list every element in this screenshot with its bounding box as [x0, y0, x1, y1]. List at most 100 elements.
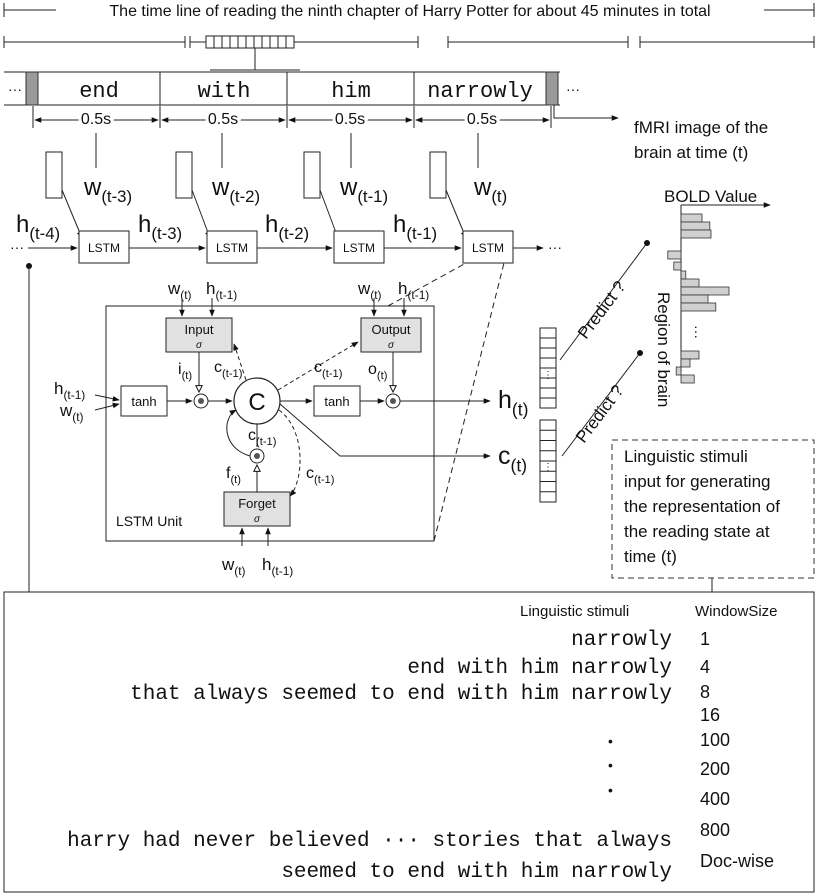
lstm-cell-label-0: LSTM [88, 241, 120, 255]
stimuli-callout: Linguistic stimuli input for generating … [611, 439, 815, 592]
bold-bar [680, 229, 712, 239]
stimuli-row-1: end with him narrowly [407, 657, 672, 680]
bold-value-label: BOLD Value [664, 187, 757, 206]
c-out-label: c(t) [498, 442, 527, 476]
hidden-h-2: h(t-2) [265, 211, 309, 243]
word-vector-1 [175, 151, 193, 199]
bold-bar [680, 221, 711, 231]
input-gate [165, 317, 233, 353]
input-gate-w: w(t) [167, 279, 192, 302]
timeline-bar [3, 35, 815, 71]
window-size-2: 8 [700, 682, 710, 702]
input-w-3: w(t) [473, 174, 507, 206]
chain-ellipsis-left: ··· [10, 239, 24, 255]
callout-line-4: time (t) [624, 547, 677, 566]
bold-bar [680, 374, 695, 384]
fmri-marker-left [25, 71, 39, 106]
lstm-cell-2 [333, 230, 385, 264]
i-t-label: i(t) [178, 361, 192, 382]
c-vector [539, 419, 557, 503]
lstm-cell-label-2: LSTM [343, 241, 375, 255]
fmri-label-line1: fMRI image of the [634, 118, 768, 137]
callout-line-3: the reading state at [624, 522, 770, 541]
interval-3: 0.5s [467, 111, 497, 128]
input-gate-label: Input [185, 322, 214, 337]
window-size-6: 400 [700, 789, 730, 809]
c-t1-label-top: c(t-1) [214, 359, 243, 380]
output-gate-h: h(t-1) [398, 279, 429, 302]
tanh-input-label: tanh [131, 394, 156, 409]
input-gate-sigma: σ [196, 340, 203, 351]
hidden-h-1: h(t-3) [138, 211, 182, 243]
cell-state-label: C [248, 389, 265, 416]
output-gate-w: w(t) [357, 279, 382, 302]
multiply-node-forget [249, 448, 265, 464]
timeline: The time line of reading the ninth chapt… [3, 3, 815, 162]
multiply-node-output [385, 393, 401, 409]
bold-bar [680, 213, 703, 223]
o-t-label: o(t) [368, 361, 388, 382]
window-size-5: 200 [700, 759, 730, 779]
bold-bar [667, 250, 682, 260]
output-gate-sigma: σ [388, 340, 395, 351]
bold-bar [680, 302, 717, 312]
strip-ellipsis-right: ··· [566, 81, 580, 97]
window-size-1: 4 [700, 657, 710, 677]
bold-bar [680, 286, 730, 296]
input-w-1: w(t-2) [211, 174, 260, 206]
interval-1: 0.5s [208, 111, 238, 128]
lstm-cell-label-1: LSTM [216, 241, 248, 255]
interval-0: 0.5s [81, 111, 111, 128]
lstm-unit: LSTM Unit Input σ Output σ Forget σ w(t)… [54, 262, 528, 578]
c-vector-dots: ⋮ [543, 462, 553, 473]
lstm-cell-label-3: LSTM [472, 241, 504, 255]
multiply-node-input [193, 393, 209, 409]
word-1: with [198, 79, 251, 104]
word-vector-0 [45, 151, 63, 199]
bold-bar [673, 261, 682, 271]
predict-label-bottom: Predict ? [572, 381, 628, 446]
callout-line-2: the representation of [624, 497, 780, 516]
callout-line-1: input for generating [624, 472, 771, 491]
bold-bar [680, 278, 700, 288]
c-t1-label-output: c(t-1) [314, 359, 343, 380]
stimuli-dot-0: • [608, 733, 613, 749]
forget-gate-w: w(t) [221, 555, 246, 578]
left-input-w: w(t) [59, 401, 84, 424]
h-vector-dots: ⋮ [543, 370, 553, 381]
bold-bar [680, 350, 700, 360]
region-ellipsis: ··· [689, 325, 705, 339]
col-header-stimuli: Linguistic stimuli [520, 603, 629, 620]
stimuli-dot-2: • [608, 782, 613, 798]
lstm-unit-frame [105, 305, 435, 542]
stimuli-row-2: that always seemed to end with him narro… [130, 683, 672, 706]
c-t1-label-loop: c(t-1) [248, 427, 277, 448]
forget-gate-label: Forget [238, 496, 276, 511]
h-out-label: h(t) [498, 386, 528, 420]
stimuli-row-0: narrowly [571, 629, 672, 652]
window-size-7: 800 [700, 820, 730, 840]
tanh-output [313, 385, 361, 417]
window-size-0: 1 [700, 629, 710, 649]
hidden-h-3: h(t-1) [393, 211, 437, 243]
input-w-2: w(t-1) [339, 174, 388, 206]
word-3: narrowly [427, 79, 533, 104]
tanh-output-label: tanh [324, 394, 349, 409]
word-vector-3 [429, 151, 447, 199]
stimuli-dot-1: • [608, 757, 613, 773]
f-t-label: f(t) [226, 465, 241, 486]
forget-gate-h: h(t-1) [262, 555, 293, 578]
lstm-unit-title: LSTM Unit [116, 513, 182, 529]
region-of-brain-label: Region of brain [654, 292, 673, 407]
predict-label-top: Predict ? [574, 277, 630, 342]
fmri-arrow [553, 105, 619, 121]
bold-bar [680, 358, 691, 368]
c-t1-label-forget: c(t-1) [306, 465, 335, 486]
bold-bar [675, 366, 682, 376]
col-header-window: WindowSize [695, 603, 778, 620]
bold-bar [680, 270, 687, 280]
word-vector-2 [303, 151, 321, 199]
lstm-cell-1 [206, 230, 258, 264]
intervals [32, 106, 552, 128]
